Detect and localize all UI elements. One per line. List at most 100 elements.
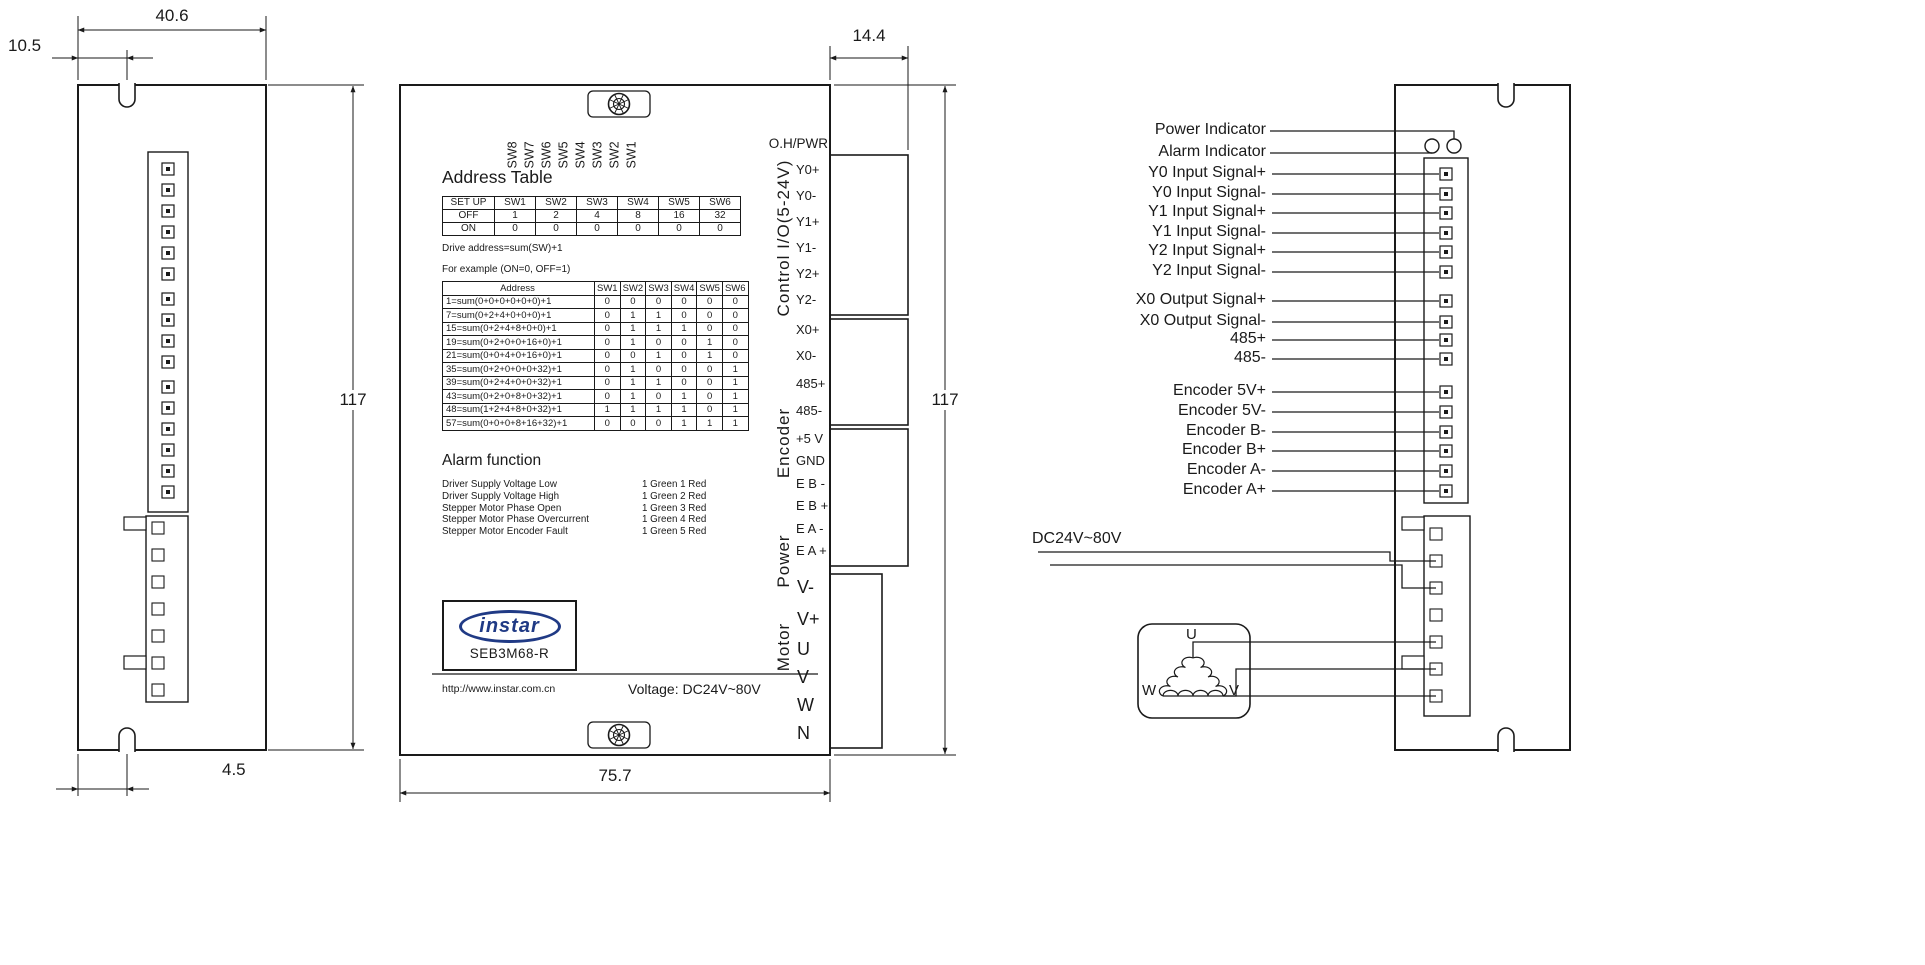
table-cell: 0	[670, 348, 698, 363]
table-cell: 0	[645, 335, 672, 350]
table-cell: 0	[696, 294, 723, 309]
dip-label: SW1	[624, 141, 639, 169]
table-cell: 1	[619, 389, 647, 404]
table-cell: 16	[658, 209, 700, 223]
instar-logo: instar	[458, 610, 561, 643]
back-view-wiring	[1137, 83, 1571, 752]
table-cell: 0	[619, 294, 647, 309]
table-cell: SW5	[658, 196, 700, 210]
motor-winding-right	[1192, 656, 1228, 697]
table-cell: SW3	[645, 281, 672, 296]
table-cell: 1	[721, 389, 749, 404]
power-indicator-wire	[1270, 130, 1455, 139]
bottom-mount-notch	[118, 727, 136, 752]
dip-label: SW5	[556, 141, 571, 169]
back-top-notch-fill	[1498, 83, 1514, 107]
wiring-label: 485-	[1233, 349, 1266, 366]
terminal-label: E B +	[796, 498, 829, 513]
table-cell: 0	[696, 375, 723, 390]
table-cell: 0	[721, 308, 749, 323]
table-cell: SW4	[617, 196, 659, 210]
table-cell: 1	[619, 402, 647, 417]
oh-pwr-label: O.H/PWR	[768, 136, 828, 151]
table-cell: 7=sum(0+2+4+0+0+0)+1	[442, 308, 595, 323]
terminal-label: Y2-	[796, 292, 817, 307]
group-label-motor: Motor	[774, 622, 793, 672]
table-cell: 1	[670, 389, 698, 404]
table-cell: 1	[645, 348, 672, 363]
table-cell: 21=sum(0+0+4+0+16+0)+1	[442, 348, 595, 363]
alarm-name: Stepper Motor Phase Overcurrent	[442, 514, 590, 526]
table-cell: 0	[645, 362, 672, 377]
terminal-label: E A -	[796, 521, 824, 536]
wiring-label: Encoder B-	[1185, 422, 1266, 439]
top-mount-notch-fill	[119, 83, 135, 107]
terminal-label: N	[797, 723, 810, 743]
logo-text: instar	[479, 615, 540, 637]
table-cell: SW2	[535, 196, 577, 210]
table-cell: 0	[670, 335, 698, 350]
table-cell: 1	[696, 416, 723, 431]
dim-connector-depth: 14.4	[852, 26, 886, 45]
table-cell: 0	[721, 294, 749, 309]
alarm-code: 1 Green 1 Red	[642, 479, 707, 490]
table-cell: 0	[494, 222, 536, 236]
table-cell: 0	[670, 362, 698, 377]
back-bottom-notch	[1497, 727, 1515, 752]
bottom-screw-icon	[607, 723, 631, 747]
table-cell: 1	[619, 335, 647, 350]
table-cell: 4	[576, 209, 618, 223]
table-cell: 0	[594, 335, 621, 350]
wiring-label: Power Indicator	[1154, 121, 1266, 138]
power-connector-side	[145, 515, 189, 703]
terminal-label: +5 V	[796, 431, 824, 446]
dip-label: SW7	[522, 141, 537, 169]
table-cell: SW4	[670, 281, 698, 296]
wiring-label: 485+	[1229, 330, 1266, 347]
dip-label: SW8	[505, 141, 520, 169]
bottom-screw-tab	[587, 721, 651, 749]
extension-lines-mid-height	[834, 84, 956, 756]
comm-connector-block	[829, 318, 909, 426]
table-cell: 1	[645, 402, 672, 417]
table-cell: OFF	[442, 209, 495, 223]
table-cell: SW5	[696, 281, 723, 296]
table-cell: 1	[696, 348, 723, 363]
table-cell: 15=sum(0+2+4+8+0+0)+1	[442, 321, 595, 336]
motor-winding-left	[1158, 656, 1194, 697]
wiring-label: Y0 Input Signal+	[1148, 164, 1266, 181]
bottom-mount-notch-fill	[119, 728, 135, 752]
table-cell: 0	[696, 389, 723, 404]
extension-lines-bottom-left	[77, 754, 128, 796]
back-body-outline	[1394, 84, 1571, 751]
dip-label: SW4	[573, 141, 588, 169]
table-cell: 0	[645, 294, 672, 309]
encoder-connector-block	[829, 428, 909, 567]
table-cell: 0	[721, 335, 749, 350]
terminal-label: V+	[797, 609, 820, 629]
top-screw-tab	[587, 90, 651, 118]
control-io-connector-block	[829, 154, 909, 316]
extension-lines-top-right	[829, 46, 909, 150]
back-connector-latch-bottom	[1401, 655, 1425, 670]
terminal-label: W	[797, 695, 814, 715]
wiring-label: Encoder 5V+	[1173, 382, 1266, 399]
table-cell: SW2	[619, 281, 647, 296]
wiring-label: Y2 Input Signal+	[1148, 242, 1266, 259]
table-cell: 1	[721, 375, 749, 390]
terminal-label: Y0+	[796, 162, 820, 177]
table-cell: 1	[645, 321, 672, 336]
terminal-label: V	[797, 667, 810, 687]
connector-latch-top	[123, 516, 147, 531]
wiring-label: Y1 Input Signal-	[1152, 223, 1266, 240]
table-cell: 57=sum(0+0+0+8+16+32)+1	[442, 416, 595, 431]
address-table-title: Address Table	[442, 167, 553, 187]
